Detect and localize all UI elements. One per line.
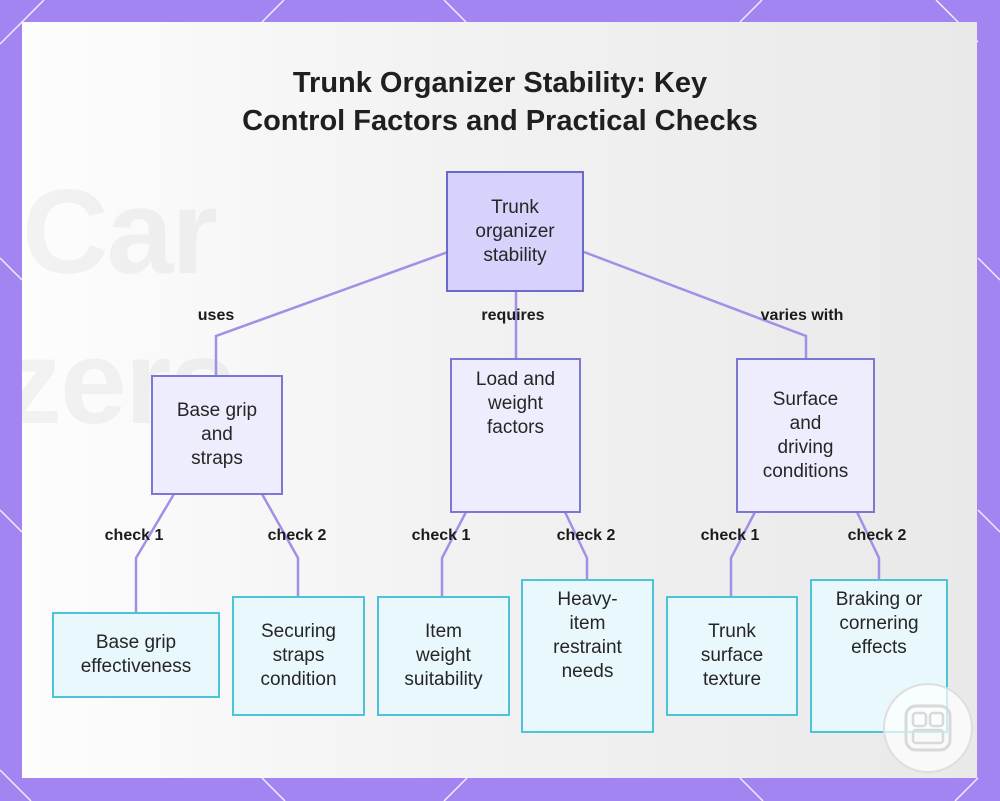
node-text-line: and <box>201 424 233 445</box>
node-item-weight-suitability: Item weight suitability <box>377 596 510 716</box>
node-text-line: needs <box>561 661 614 682</box>
edge-check1-c <box>729 511 757 597</box>
node-text-line: Surface <box>772 388 839 410</box>
edge-label-check-2: check 2 <box>267 527 327 544</box>
node-text-line: effects <box>851 637 907 658</box>
edge-check1-b <box>440 511 468 597</box>
node-text-line: weight <box>416 645 471 666</box>
edge-check2-b <box>563 511 589 580</box>
node-text-line: driving <box>777 436 834 458</box>
edge-label-check-1: check 1 <box>411 527 471 544</box>
node-text-line: Heavy- <box>557 589 618 610</box>
node-text-line: Trunk <box>708 621 756 642</box>
node-text-line: conditions <box>762 460 849 482</box>
edge-label-check-1: check 1 <box>700 527 760 544</box>
node-text-line: Base grip <box>95 632 177 653</box>
node-text-line: condition <box>260 669 337 690</box>
title-line: Control Factors and Practical Checks <box>242 105 758 137</box>
node-text-line: Braking or <box>835 589 923 610</box>
node-text-line: straps <box>272 645 325 666</box>
node-text-line: Load and <box>475 369 556 390</box>
node-text-line: Base grip <box>176 400 258 421</box>
diagram-title: Trunk Organizer Stability: Key Control F… <box>0 64 1000 140</box>
node-text-line: suitability <box>404 669 483 690</box>
node-text-line: restraint <box>553 637 622 658</box>
node-heavy-item-restraint-needs: Heavy- item restraint needs <box>521 579 654 733</box>
node-text-line: Trunk <box>491 196 539 218</box>
node-text-line: Item <box>425 621 462 642</box>
node-text-line: weight <box>488 393 543 414</box>
node-trunk-surface-texture: Trunk surface texture <box>666 596 798 716</box>
logo-icon <box>883 683 973 773</box>
edge-label-requires: requires <box>481 307 545 324</box>
title-line: Trunk Organizer Stability: Key <box>292 67 708 99</box>
node-surface-and-driving-conditions: Surface and driving conditions <box>736 358 875 513</box>
edge-label-check-2: check 2 <box>847 527 907 544</box>
node-text-line: straps <box>191 448 243 469</box>
node-text-line: organizer <box>475 220 555 242</box>
node-text-line: item <box>569 613 606 634</box>
node-text-line: surface <box>700 645 764 666</box>
edge-varies-with <box>583 250 808 358</box>
node-text-line: and <box>789 412 822 434</box>
edge-check1-a <box>134 493 176 613</box>
node-text-line: cornering <box>839 613 919 634</box>
node-load-and-weight-factors: Load and weight factors <box>450 358 581 513</box>
node-text-line: texture <box>702 669 762 690</box>
node-base-grip-effectiveness: Base grip effectiveness <box>52 612 220 698</box>
node-securing-straps-condition: Securing straps condition <box>232 596 365 716</box>
edge-check2-c <box>855 511 881 580</box>
edge-uses <box>214 250 449 376</box>
edge-label-check-1: check 1 <box>104 527 164 544</box>
edge-label-uses: uses <box>197 307 235 324</box>
edge-label-check-2: check 2 <box>556 527 616 544</box>
node-text-line: Securing <box>261 621 336 642</box>
edge-label-varies-with: varies with <box>760 307 844 324</box>
node-text-line: factors <box>486 417 545 438</box>
node-base-grip-and-straps: Base grip and straps <box>151 375 283 495</box>
node-text-line: stability <box>483 244 547 266</box>
node-text-line: effectiveness <box>80 656 192 677</box>
edge-check2-a <box>260 493 300 597</box>
node-trunk-organizer-stability: Trunk organizer stability <box>446 171 584 292</box>
background-watermark-text: Car <box>22 172 218 292</box>
